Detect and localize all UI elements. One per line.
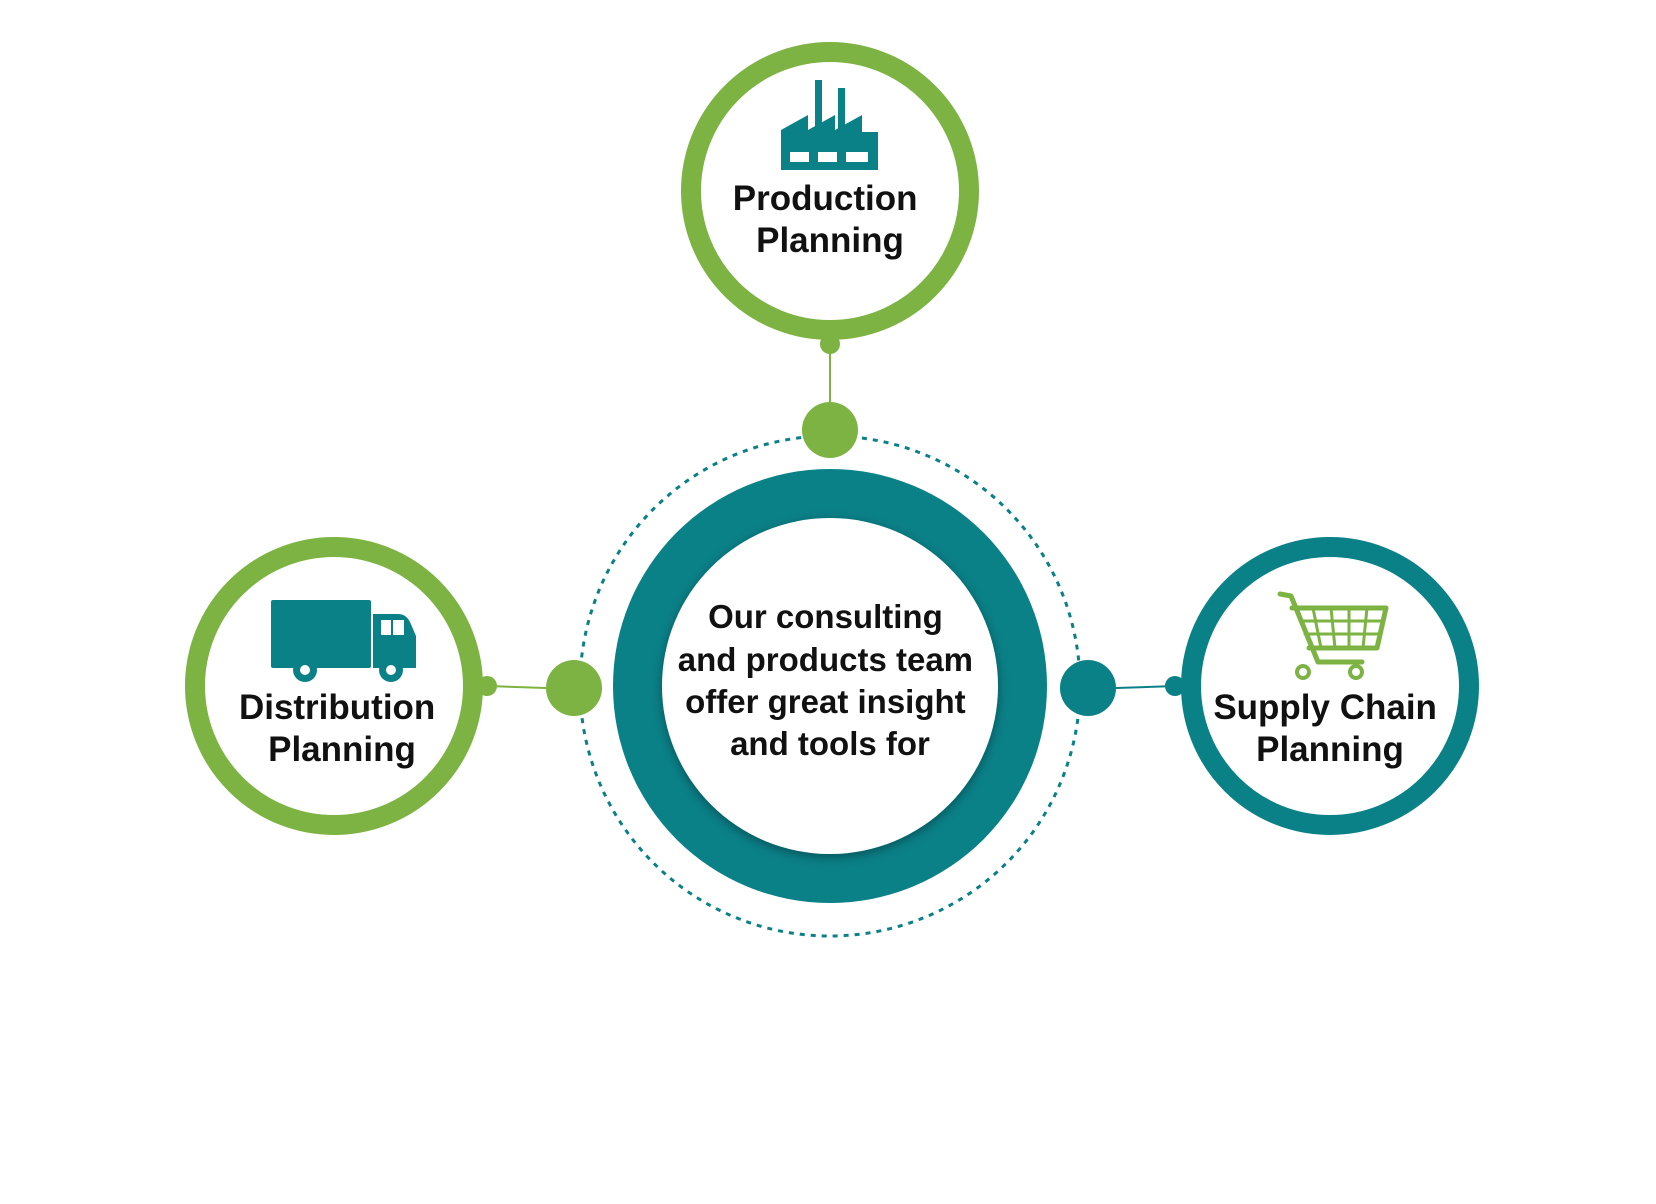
truck-icon	[271, 600, 416, 682]
center-line-4: and tools for	[730, 725, 930, 762]
supply-label-line1: Supply Chain	[1213, 688, 1437, 727]
center-inner-disc	[662, 518, 998, 854]
connector-dot-left	[546, 660, 602, 716]
production-ring	[681, 42, 979, 340]
connector-dot-top	[802, 402, 858, 458]
connectors	[477, 334, 1185, 716]
node-supply-chain-planning: Supply Chain Planning	[1181, 537, 1479, 835]
supply-ring	[1181, 537, 1479, 835]
connector-left	[487, 685, 547, 689]
production-label-line2: Planning	[756, 221, 904, 260]
shopping-cart-icon	[1277, 591, 1389, 680]
production-label: Production Planning	[733, 179, 927, 260]
center-line-1: Our consulting	[708, 598, 943, 635]
distribution-ring	[185, 537, 483, 835]
center-line-3: offer great insight	[685, 683, 966, 720]
distribution-label: Distribution Planning	[239, 688, 445, 769]
node-distribution-planning: Distribution Planning	[185, 537, 483, 835]
center-text: Our consulting and products team offer g…	[678, 598, 982, 762]
center-line-2: and products team	[678, 641, 973, 678]
production-label-line1: Production	[733, 179, 918, 218]
supply-label: Supply Chain Planning	[1213, 688, 1446, 769]
connector-dot-right-small	[1165, 676, 1185, 696]
connector-dot-right	[1060, 660, 1116, 716]
distribution-label-line1: Distribution	[239, 688, 435, 727]
node-production-planning: Production Planning	[681, 42, 979, 340]
supply-label-line2: Planning	[1256, 730, 1404, 769]
factory-icon	[781, 80, 878, 170]
center-hub: Our consulting and products team offer g…	[613, 469, 1047, 903]
distribution-label-line2: Planning	[268, 730, 416, 769]
